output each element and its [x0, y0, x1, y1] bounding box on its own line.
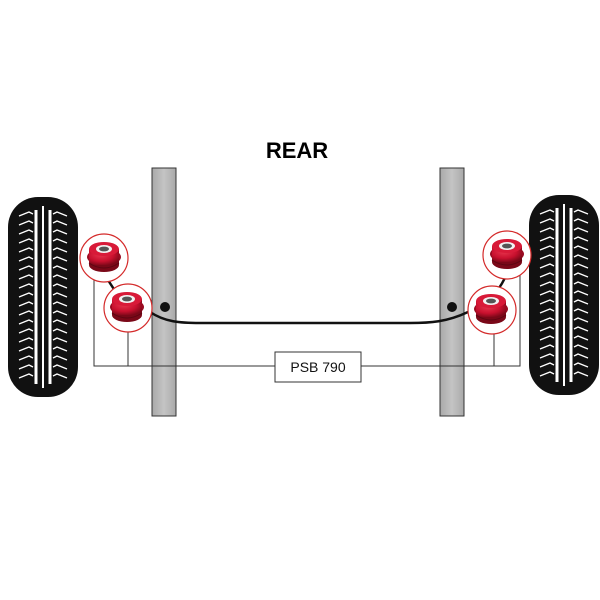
polyurethane-bush-icon [109, 291, 145, 323]
bush-left-lower [103, 283, 153, 333]
left-chassis-rail [151, 167, 177, 417]
bush-right-lower [467, 285, 517, 335]
bush-right-upper [482, 230, 532, 280]
polyurethane-bush-icon [473, 293, 509, 325]
left-tyre-icon [8, 197, 78, 397]
right-tyre-icon [529, 195, 599, 395]
right-bar-mount [447, 302, 457, 312]
polyurethane-bush-icon [489, 238, 525, 270]
diagram-heading: REAR [266, 138, 328, 163]
right-chassis-rail [439, 167, 465, 417]
part-number-label: PSB 790 [290, 359, 345, 375]
polyurethane-bush-icon [86, 241, 122, 273]
bush-left-upper [79, 233, 129, 283]
part-number-box: PSB 790 [274, 351, 362, 383]
left-bar-mount [160, 302, 170, 312]
